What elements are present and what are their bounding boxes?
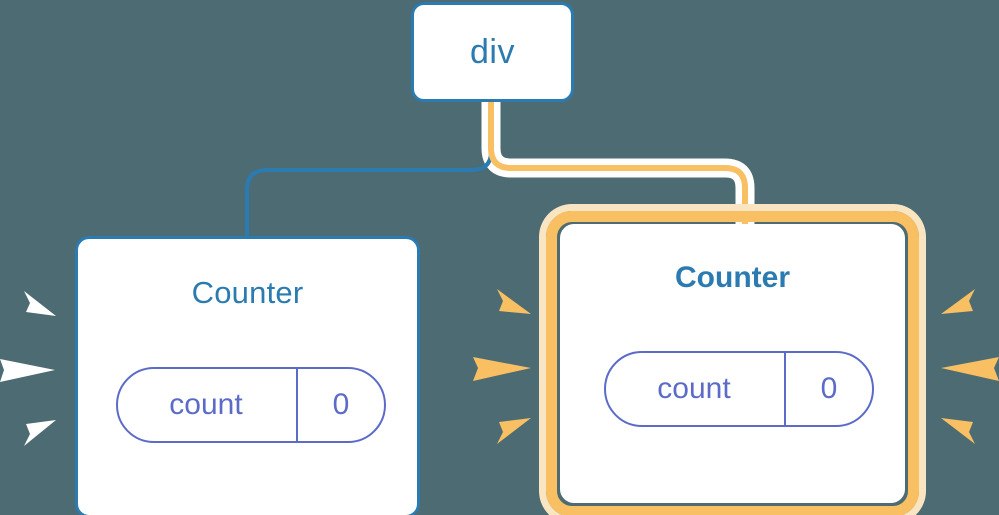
state-key-right: count xyxy=(657,372,731,405)
node-counter-left-label: Counter xyxy=(191,275,304,310)
right-card-left-sparkles xyxy=(473,289,531,444)
right-card-right-sparkles xyxy=(941,289,999,444)
node-counter-left[interactable]: Counter count 0 xyxy=(75,236,420,515)
left-card-sparkles xyxy=(0,291,56,446)
state-pill-left: count 0 xyxy=(116,367,386,443)
connector-root-to-right-counter xyxy=(488,100,748,232)
state-value-right: 0 xyxy=(784,353,872,425)
state-pill-right: count 0 xyxy=(604,351,874,427)
state-key-left: count xyxy=(169,388,243,421)
node-div[interactable]: div xyxy=(411,2,574,102)
state-value-left: 0 xyxy=(296,369,384,441)
node-counter-right-label: Counter xyxy=(675,261,790,294)
node-counter-right[interactable]: Counter count 0 xyxy=(560,224,905,503)
node-div-label: div xyxy=(470,33,515,71)
